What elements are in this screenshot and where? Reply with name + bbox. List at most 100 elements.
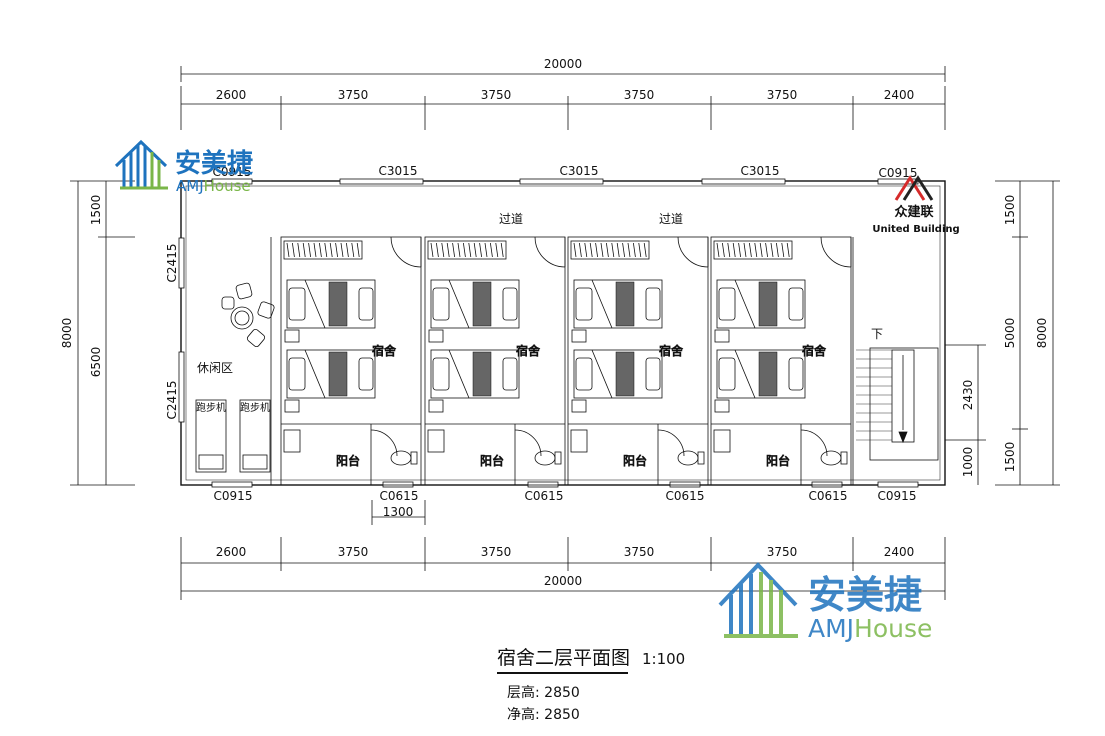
amj-small-en-b: House bbox=[204, 177, 251, 195]
dorm-label-4: 宿舍 bbox=[802, 343, 826, 358]
drawing-scale: 1:100 bbox=[642, 650, 685, 668]
window-top-3: C3015 bbox=[560, 164, 599, 178]
top-windows bbox=[211, 178, 919, 185]
dorm-label-1: 宿舍 bbox=[372, 343, 396, 358]
bunk-bed bbox=[428, 349, 520, 413]
left-overall-dim: 8000 bbox=[60, 318, 74, 349]
bunk-bed bbox=[571, 349, 663, 413]
corridor-label-2: 过道 bbox=[659, 212, 683, 226]
ub-logo-en: United Building bbox=[872, 224, 959, 235]
wardrobe bbox=[713, 240, 793, 260]
lounge-label: 休闲区 bbox=[197, 361, 233, 375]
top-dim-5: 3750 bbox=[767, 88, 798, 102]
window-bottom-5: C0615 bbox=[809, 489, 848, 503]
amj-large-en-a: AMJ bbox=[808, 614, 854, 643]
floor-height: 层高: 2850 bbox=[507, 684, 580, 701]
window-left-2: C2415 bbox=[165, 381, 179, 420]
amj-large-en-b: House bbox=[854, 614, 932, 643]
balcony-label-2: 阳台 bbox=[480, 453, 504, 468]
dorm-label-3: 宿舍 bbox=[659, 343, 683, 358]
bottom-dim-4: 3750 bbox=[624, 545, 655, 559]
right-overall-dim: 8000 bbox=[1035, 318, 1049, 349]
wardrobe bbox=[570, 240, 650, 260]
corridor-label-1: 过道 bbox=[499, 212, 523, 226]
balcony-label-1: 阳台 bbox=[336, 453, 360, 468]
window-bottom-4: C0615 bbox=[666, 489, 705, 503]
amj-logo-small-en: AMJHouse bbox=[176, 177, 251, 195]
balcony-label-3: 阳台 bbox=[623, 453, 647, 468]
bottom-dimension-lines bbox=[180, 500, 946, 600]
right-top-dim: 1500 bbox=[1003, 195, 1017, 226]
bottom-overall-dim: 20000 bbox=[544, 574, 582, 588]
top-dim-3: 3750 bbox=[481, 88, 512, 102]
right-dimension-lines bbox=[945, 180, 1060, 486]
bunk-bed bbox=[571, 279, 663, 343]
treadmill-text-2: 跑步机 bbox=[240, 401, 270, 414]
ub-logo-cn: 众建联 bbox=[894, 204, 933, 220]
window-bottom-2: C0615 bbox=[380, 489, 419, 503]
amj-small-en-a: AMJ bbox=[176, 177, 204, 195]
stairwell bbox=[852, 237, 939, 485]
window-left-1: C2415 bbox=[165, 244, 179, 283]
bunk-bed bbox=[284, 279, 376, 343]
top-dim-2: 3750 bbox=[338, 88, 369, 102]
amj-logo-small-cn: 安美捷 bbox=[175, 148, 253, 179]
treadmill-label-2: 跑步机 bbox=[240, 401, 270, 414]
window-top-5: C0915 bbox=[879, 166, 918, 180]
house-icon bbox=[114, 139, 168, 190]
top-dim-4: 3750 bbox=[624, 88, 655, 102]
united-building-logo: 众建联 United Building bbox=[872, 175, 960, 235]
top-overall-dim: 20000 bbox=[544, 57, 582, 71]
wardrobe bbox=[283, 240, 363, 260]
top-dimension-lines bbox=[180, 66, 946, 130]
bunk-bed bbox=[714, 349, 806, 413]
drawing-title: 宿舍二层平面图 bbox=[497, 647, 630, 669]
amj-logo-large-en: AMJHouse bbox=[808, 614, 932, 643]
house-icon-large bbox=[718, 562, 798, 638]
stair-dim: 2430 bbox=[961, 380, 975, 411]
left-dimension-lines bbox=[70, 180, 135, 486]
outer-walls bbox=[180, 180, 946, 486]
amj-logo-large-cn: 安美捷 bbox=[808, 573, 922, 617]
bottom-windows bbox=[211, 481, 919, 488]
bottom-dim-2: 3750 bbox=[338, 545, 369, 559]
lounge-area bbox=[195, 237, 275, 485]
bottom-dim-6: 2400 bbox=[884, 545, 915, 559]
window-top-1: C0915 bbox=[213, 165, 252, 179]
amj-logo-small: 安美捷 AMJHouse bbox=[114, 139, 253, 195]
bunk-bed bbox=[284, 349, 376, 413]
bunk-bed bbox=[714, 279, 806, 343]
bottom-dim-3: 3750 bbox=[481, 545, 512, 559]
treadmill-text-1: 跑步机 bbox=[196, 401, 226, 414]
left-top-dim: 1500 bbox=[89, 195, 103, 226]
dorm-label-2: 宿舍 bbox=[516, 343, 540, 358]
treadmill-label-1: 跑步机 bbox=[196, 401, 226, 414]
window-top-4: C3015 bbox=[741, 164, 780, 178]
left-windows bbox=[178, 237, 185, 423]
wardrobe bbox=[427, 240, 507, 260]
stair-down-label: 下 bbox=[871, 327, 883, 341]
clear-height: 净高: 2850 bbox=[507, 706, 580, 723]
left-bottom-dim: 6500 bbox=[89, 347, 103, 378]
right-bottom-dim: 1500 bbox=[1003, 442, 1017, 473]
window-bottom-1: C0915 bbox=[214, 489, 253, 503]
stair-bottom-dim: 1000 bbox=[961, 447, 975, 478]
bottom-dim-1: 2600 bbox=[216, 545, 247, 559]
window-bottom-3: C0615 bbox=[525, 489, 564, 503]
stair-treads bbox=[856, 349, 892, 441]
mountain-icon bbox=[894, 175, 934, 201]
top-dim-1: 2600 bbox=[216, 88, 247, 102]
amj-logo-large: 安美捷 AMJHouse bbox=[718, 562, 932, 643]
top-dim-6: 2400 bbox=[884, 88, 915, 102]
door-width-dim: 1300 bbox=[383, 505, 414, 519]
window-top-2: C3015 bbox=[379, 164, 418, 178]
balcony-label-4: 阳台 bbox=[766, 453, 790, 468]
bunk-bed bbox=[428, 279, 520, 343]
bottom-dim-5: 3750 bbox=[767, 545, 798, 559]
